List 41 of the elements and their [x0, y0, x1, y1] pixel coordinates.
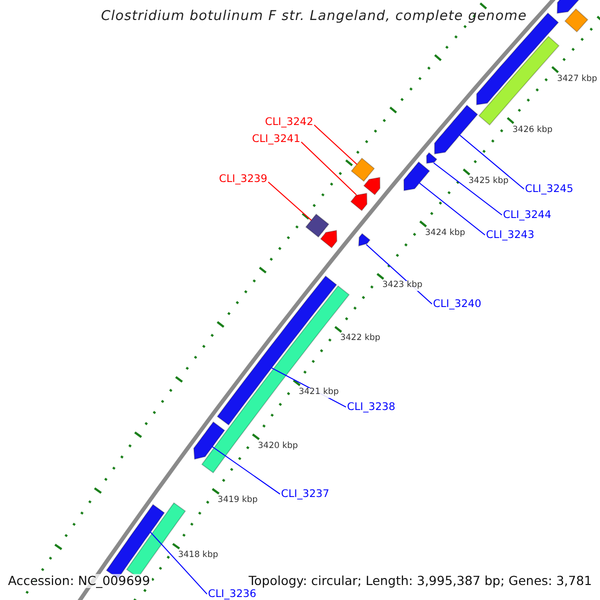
gene-block	[193, 421, 226, 460]
gene-block	[350, 192, 368, 212]
gene-block	[320, 230, 338, 248]
gene-block	[358, 233, 371, 247]
leader-line	[268, 182, 312, 221]
gene-block	[426, 152, 438, 164]
gene-block	[363, 176, 380, 196]
gene-label: CLI_3243	[486, 229, 534, 242]
tick-label: 3427 kbp	[557, 74, 598, 84]
tick-label: 3419 kbp	[218, 496, 258, 506]
gene-label: CLI_3240	[433, 298, 482, 310]
leader-line	[433, 162, 502, 216]
genome-info-text: Topology: circular; Length: 3,995,387 bp; Genes: 3,781	[246, 574, 594, 588]
gene-block	[556, 0, 580, 14]
gene-label: CLI_3241	[252, 133, 300, 146]
gene-label: CLI_3244	[503, 209, 552, 222]
gene-label: CLI_3242	[265, 116, 314, 128]
tick-label: 3423 kbp	[382, 281, 422, 292]
tick-label: 3425 kbp	[468, 176, 509, 187]
tick-label: 3420 kbp	[258, 442, 298, 452]
gene-label: CLI_3236	[208, 588, 256, 600]
tick-label: 3421 kbp	[298, 388, 339, 398]
tick-label: 3418 kbp	[178, 551, 218, 561]
tick-label: 3424 kbp	[425, 228, 466, 239]
tick-label: 3422 kbp	[340, 334, 380, 344]
tick-label: 3426 kbp	[512, 126, 553, 136]
leader-line	[314, 124, 358, 165]
leader-line	[300, 142, 357, 196]
leader-line	[150, 532, 208, 595]
leader-line	[418, 182, 486, 236]
gene-bar	[216, 275, 338, 426]
accession-text: Accession: NC_009699	[6, 574, 152, 588]
gene-label: CLI_3239	[219, 173, 268, 186]
gene-label: CLI_3237	[281, 488, 330, 500]
gene-label: CLI_3238	[347, 401, 396, 414]
gene-block	[434, 104, 478, 154]
gene-label: CLI_3245	[525, 183, 574, 196]
leader-line	[212, 446, 280, 495]
leader-line	[459, 134, 524, 190]
gene-block	[403, 161, 430, 192]
title: Clostridium botulinum F str. Langeland, complete genome	[101, 9, 527, 25]
